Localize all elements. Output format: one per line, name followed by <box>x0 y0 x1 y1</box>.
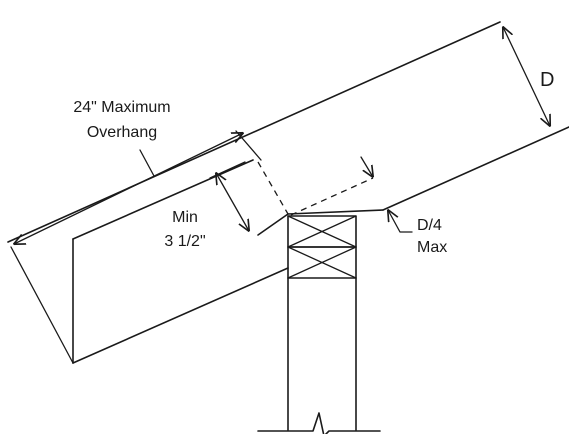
min-heel-dimension: Min 3 1/2" <box>164 161 249 250</box>
wall <box>257 215 381 434</box>
bearing-reference-line <box>290 177 374 216</box>
top-plate-upper-cross-b <box>287 215 357 248</box>
notch-leader <box>388 210 413 233</box>
depth-dimension-line <box>503 27 550 126</box>
wall-break-line <box>257 412 381 434</box>
min-dimension-line <box>216 173 249 231</box>
birdsmouth-seat-cut <box>257 213 289 236</box>
overhang-dimension: 24" Maximum Overhang <box>10 99 262 364</box>
birdsmouth-top-plate-cut <box>287 209 384 215</box>
depth-label: D <box>540 69 554 91</box>
overhang-label-line2: Overhang <box>87 124 157 141</box>
heel-reference-line <box>257 161 289 215</box>
overhang-leader <box>139 149 155 177</box>
rafter-bottom-edge-right <box>382 126 569 211</box>
overhang-extension-right <box>235 130 262 161</box>
bearing-reference-arrow <box>360 156 373 177</box>
rafter-top-edge <box>7 21 501 243</box>
notch-callout: D/4 Max <box>388 210 447 256</box>
min-extension-upper <box>209 161 246 179</box>
top-plate-lower-cross-b <box>287 246 357 279</box>
overhang-label-line1: 24" Maximum <box>73 99 170 116</box>
depth-dimension: D <box>503 27 554 126</box>
rafter-tail-bottom-cut <box>72 267 289 364</box>
top-plate-lower <box>287 246 357 279</box>
notch-label-line2: Max <box>417 239 447 256</box>
notch-label-line1: D/4 <box>417 217 442 234</box>
min-label-line1: Min <box>172 209 198 226</box>
min-label-line2: 3 1/2" <box>164 233 205 250</box>
overhang-dimension-line <box>14 133 243 244</box>
overhang-extension-left <box>10 246 74 364</box>
